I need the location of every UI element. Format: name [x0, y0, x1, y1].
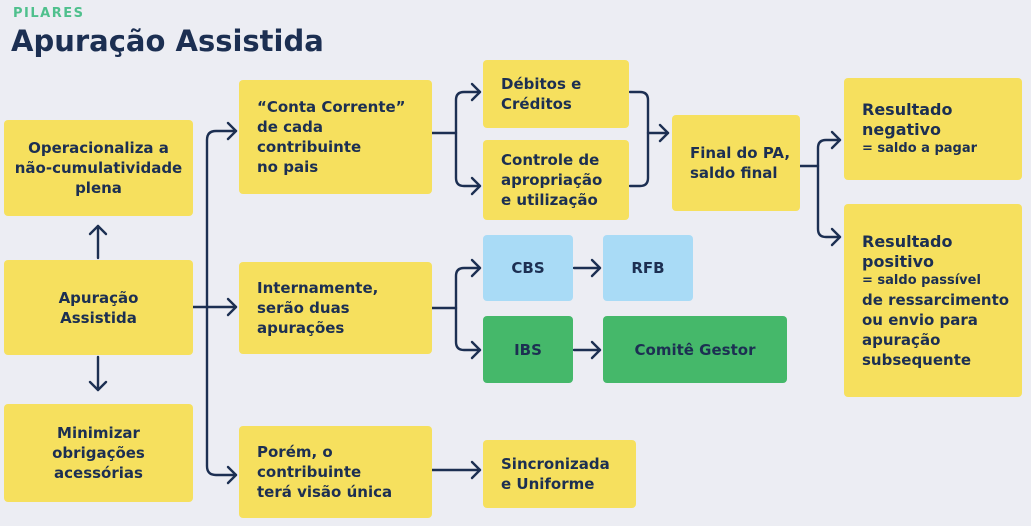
merge-bracket — [628, 90, 650, 188]
final-line-2: saldo final — [690, 164, 778, 182]
minimizar-line-1: Minimizar — [57, 424, 140, 442]
minimizar-line-2: obrigações — [52, 444, 145, 462]
positivo-heading-1: Resultado — [862, 231, 953, 251]
internamente-line-1: Internamente, — [257, 279, 379, 297]
negativo-heading-2: negativo — [862, 120, 942, 139]
box-controle: Controle de apropriação e utilização — [483, 140, 629, 220]
debitos-line-2: Créditos — [501, 95, 572, 113]
conta-line-1: “Conta Corrente” — [257, 98, 406, 116]
box-minimizar: Minimizar obrigações acessórias — [4, 404, 193, 502]
box-conta-corrente: “Conta Corrente” de cada contribuinte no… — [239, 80, 432, 194]
cbs-label: CBS — [511, 259, 545, 277]
debitos-line-1: Débitos e — [501, 75, 582, 93]
porem-line-3: terá visão única — [257, 483, 393, 501]
arrow-head-controle — [470, 176, 482, 196]
minimizar-line-3: acessórias — [54, 464, 143, 482]
apuracao-line-2: Assistida — [60, 308, 137, 327]
final-fork — [816, 138, 842, 239]
internamente-line-3: apurações — [257, 319, 345, 337]
arrow-head-ibs — [470, 340, 482, 360]
box-debitos-creditos: Débitos e Créditos — [483, 60, 629, 128]
conta-line-4: no pais — [257, 158, 319, 176]
arrow-head-rfb — [590, 258, 602, 278]
ibs-label: IBS — [514, 340, 542, 359]
box-apuracao-assistida: Apuração Assistida — [4, 260, 193, 355]
box-resultado-negativo: Resultado negativo = saldo a pagar — [844, 78, 1022, 180]
box-porem: Porém, o contribuinte terá visão única — [239, 426, 432, 518]
sincronizada-line-2: e Uniforme — [501, 475, 595, 493]
negativo-heading-1: Resultado — [862, 100, 953, 119]
arrow-head-final — [658, 123, 670, 143]
conta-line-2: de cada — [257, 118, 324, 136]
positivo-detail-2: de ressarcimento — [862, 290, 1010, 309]
apuracao-line-1: Apuração — [58, 288, 139, 307]
arrow-head-positivo — [830, 227, 842, 247]
controle-line-3: e utilização — [501, 191, 598, 209]
operacionaliza-line-2: não-cumulatividade — [14, 159, 183, 177]
box-resultado-positivo: Resultado positivo = saldo passível de r… — [844, 204, 1022, 397]
box-operacionaliza: Operacionaliza a não-cumulatividade plen… — [4, 120, 193, 216]
box-final-pa: Final do PA, saldo final — [672, 115, 800, 211]
box-comite-gestor: Comitê Gestor — [603, 316, 787, 383]
internamente-fork — [454, 266, 482, 352]
arrow-head-cbs — [470, 258, 482, 278]
internamente-line-2: serão duas — [257, 299, 350, 317]
sincronizada-line-1: Sincronizada — [501, 455, 610, 473]
conta-line-3: contribuinte — [257, 138, 362, 156]
page-title: Apuração Assistida — [11, 24, 324, 58]
rfb-label: RFB — [631, 259, 665, 277]
arrow-head-porem — [226, 465, 238, 485]
arrow-head-debitos — [470, 82, 482, 102]
comite-label: Comitê Gestor — [634, 340, 756, 359]
arrow-head-sincronizada — [470, 460, 482, 480]
positivo-detail-4: apuração — [862, 330, 941, 349]
positivo-detail-1: = saldo passível — [862, 272, 981, 288]
operacionaliza-line-1: Operacionaliza a — [28, 139, 169, 157]
controle-line-1: Controle de — [501, 151, 600, 169]
positivo-detail-5: subsequente — [862, 350, 972, 369]
porem-line-2: contribuinte — [257, 463, 362, 481]
box-cbs: CBS — [483, 235, 573, 301]
box-rfb: RFB — [603, 235, 693, 301]
box-ibs: IBS — [483, 316, 573, 383]
arrow-head-internamente — [226, 297, 238, 317]
positivo-detail-3: ou envio para — [862, 310, 978, 329]
controle-line-2: apropriação — [501, 171, 603, 189]
porem-line-1: Porém, o — [257, 443, 333, 461]
arrow-up-head — [88, 224, 108, 236]
arrow-head-conta — [226, 121, 238, 141]
operacionaliza-line-3: plena — [75, 179, 122, 197]
section-kicker: PILARES — [13, 6, 85, 21]
arrow-head-negativo — [830, 130, 842, 150]
positivo-heading-2: positivo — [862, 251, 935, 271]
box-sincronizada: Sincronizada e Uniforme — [483, 440, 636, 508]
negativo-detail: = saldo a pagar — [862, 141, 978, 156]
arrow-head-comite — [590, 340, 602, 360]
final-line-1: Final do PA, — [690, 144, 791, 162]
box-internamente: Internamente, serão duas apurações — [239, 262, 432, 354]
arrow-down-head — [88, 380, 108, 392]
conta-fork — [454, 90, 482, 188]
trunk-line — [205, 129, 238, 477]
